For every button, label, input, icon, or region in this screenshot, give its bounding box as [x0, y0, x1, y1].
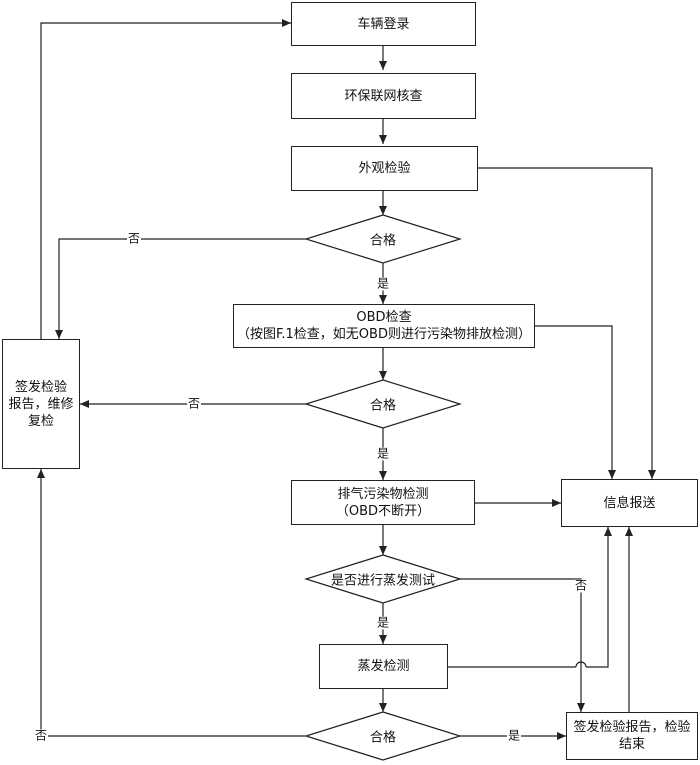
node-env-network-check: 环保联网核查 — [291, 73, 476, 119]
edge-label-no-evap: 否 — [573, 578, 589, 593]
edge-label-yes1: 是 — [375, 276, 391, 291]
edge-label-yes3: 是 — [506, 728, 522, 743]
node-issue-report-repair-line3: 复检 — [27, 413, 54, 429]
node-appearance-check-label: 外观检验 — [358, 161, 411, 176]
decision-pass3-label: 合格 — [369, 730, 396, 746]
edge-label-no2: 否 — [186, 396, 202, 411]
node-appearance-check: 外观检验 — [291, 146, 478, 191]
edge-label-yes-evap: 是 — [375, 615, 391, 630]
edge-label-yes2: 是 — [375, 446, 391, 461]
node-final-report: 签发检验报告，检验 结束 — [566, 712, 698, 760]
edge-label-no1: 否 — [126, 231, 142, 246]
node-vehicle-register: 车辆登录 — [291, 2, 476, 46]
node-final-report-line1: 签发检验报告，检验 — [573, 720, 691, 735]
decision-pass2-label: 合格 — [369, 398, 396, 414]
node-exhaust-test-subtitle: （OBD不断开） — [335, 503, 431, 519]
edge-label-no3: 否 — [33, 728, 49, 743]
node-exhaust-test-title: 排气污染物检测 — [337, 486, 429, 502]
node-evap-test-label: 蒸发检测 — [357, 659, 410, 674]
node-obd-check-subtitle: （按图F.1检查，如无OBD则进行污染物排放检测） — [237, 327, 531, 342]
node-info-report: 信息报送 — [561, 479, 698, 527]
node-issue-report-repair-line2: 报告，维修 — [8, 396, 74, 412]
node-obd-check-title: OBD检查 — [356, 310, 412, 325]
node-obd-check: OBD检查 （按图F.1检查，如无OBD则进行污染物排放检测） — [233, 304, 535, 348]
node-info-report-label: 信息报送 — [603, 495, 656, 511]
node-evap-test: 蒸发检测 — [319, 644, 448, 689]
decision-evap-label: 是否进行蒸发测试 — [330, 573, 435, 589]
node-issue-report-repair: 签发检验 报告，维修 复检 — [2, 339, 80, 469]
node-issue-report-repair-line1: 签发检验 — [14, 379, 67, 395]
node-final-report-line2: 结束 — [618, 737, 645, 752]
decision-pass1-label: 合格 — [369, 233, 396, 249]
decision-pass3-shape — [303, 711, 463, 761]
node-env-network-check-label: 环保联网核查 — [344, 88, 423, 104]
node-exhaust-test: 排气污染物检测 （OBD不断开） — [291, 480, 475, 525]
node-vehicle-register-label: 车辆登录 — [357, 16, 410, 32]
